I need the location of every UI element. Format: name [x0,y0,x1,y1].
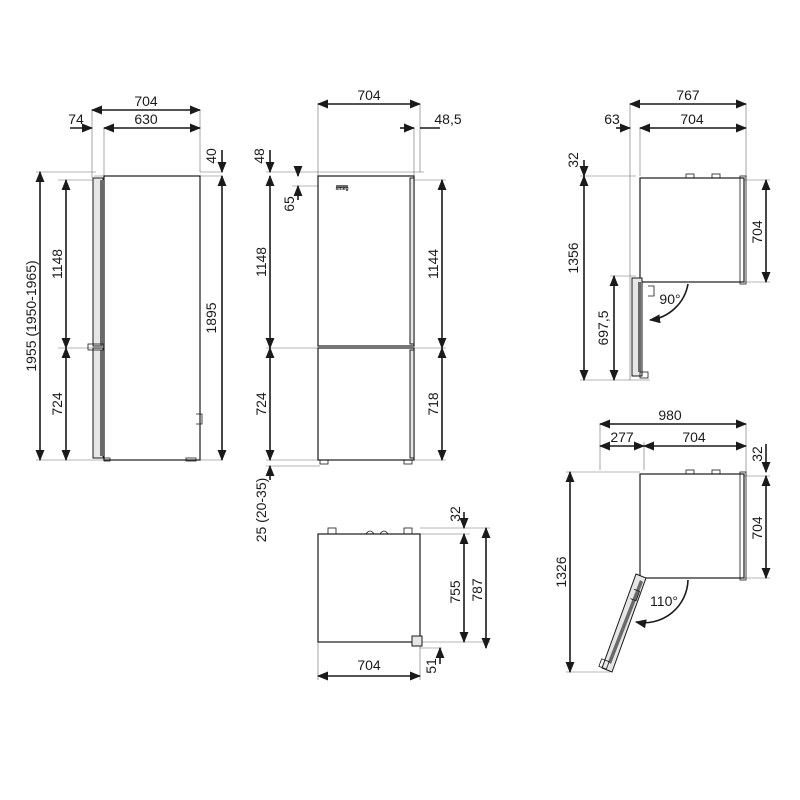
bottom-view: 704 32 755 787 51 [316,506,491,681]
front-upper-left-label: 1148 [253,247,269,277]
front-upper-door [317,175,415,347]
front-top-gap-label: 48 [251,148,267,164]
front-view: smeg 704 48,5 48 65 1148 724 25 (20-35) … [251,87,462,542]
top110-door-angle-label: 110° [650,593,678,609]
top90-swing-arc [648,283,689,324]
top110-swing-arc [634,579,689,629]
front-hinge-offset-label: 65 [281,196,297,212]
bottom-outer-depth-label: 787 [469,578,485,602]
side-door-depth-label: 74 [68,111,84,127]
front-feet-height-label: 25 (20-35) [253,478,269,543]
bottom-cabinet [317,533,421,643]
top90-door-depth-label: 697,5 [595,310,611,345]
top90-open-door [631,277,643,377]
front-handle-offset-label: 48,5 [434,111,461,127]
top110-door-swing-label: 277 [610,429,634,445]
top-view-110: 980 277 704 32 704 1326 110° [553,407,771,674]
side-top-gap-label: 40 [203,148,219,164]
top90-hinge-offset-label: 63 [604,111,620,127]
top110-cabinet [639,473,745,579]
side-lower-door-height-label: 724 [49,392,65,416]
bottom-top-offset-label: 32 [447,506,463,522]
front-upper-right-label: 1144 [425,249,441,279]
top90-overall-depth-label: 1356 [565,242,581,273]
top90-depth-label: 704 [749,220,765,244]
side-total-depth-label: 704 [134,93,158,109]
side-cabinet [103,175,201,461]
top90-width-label: 704 [680,111,704,127]
side-cabinet-height-label: 1895 [203,302,219,333]
top90-door-angle-label: 90° [659,291,680,307]
side-total-height-label: 1955 (1950-1965) [23,260,39,371]
top90-top-offset-label: 32 [565,152,581,168]
side-upper-door-height-label: 1148 [49,249,65,279]
bottom-inner-depth-label: 755 [447,580,463,604]
top90-overall-width-label: 767 [676,87,700,103]
top90-cabinet [639,177,745,283]
top-view-90: 767 704 63 32 1356 704 697,5 90° [565,87,771,382]
front-lower-right-label: 718 [425,392,441,416]
top110-overall-width-label: 980 [658,407,682,423]
side-cabinet-depth-label: 630 [134,111,158,127]
top110-top-offset-label: 32 [749,446,765,462]
bottom-bottom-offset-label: 51 [423,658,439,674]
top110-depth-label: 704 [749,516,765,540]
front-lower-door [317,347,415,461]
front-width-label: 704 [357,87,381,103]
side-view: 704 630 74 40 1895 1955 (1950-1965) 1148… [23,93,227,462]
front-lower-left-label: 724 [253,392,269,416]
front-brand-mark: smeg [335,186,348,192]
top110-overall-depth-label: 1326 [553,556,569,587]
bottom-depth-label: 704 [357,657,381,673]
top110-width-label: 704 [682,429,706,445]
